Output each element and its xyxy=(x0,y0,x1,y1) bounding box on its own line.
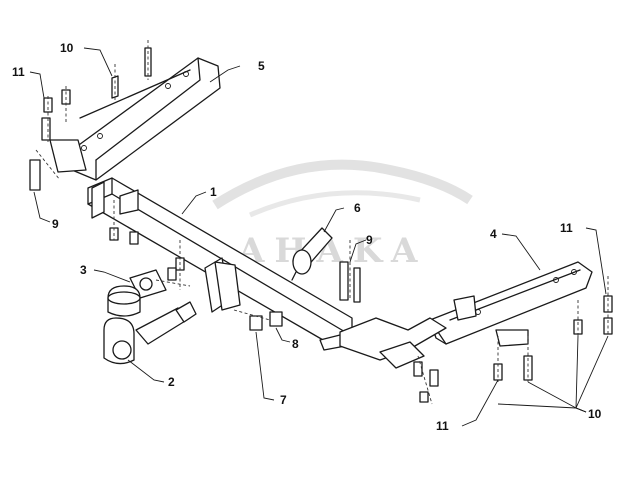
main-crossbar xyxy=(87,177,357,351)
callout-8: 8 xyxy=(292,337,299,351)
assembly-guides xyxy=(35,40,609,405)
callout-2: 2 xyxy=(168,375,175,389)
callout-9-left: 9 xyxy=(52,217,59,231)
callout-9-right: 9 xyxy=(366,233,373,247)
tow-ball-assembly xyxy=(103,285,197,365)
watermark: AHAKA xyxy=(212,159,473,271)
leader-lines xyxy=(29,47,609,427)
callout-10-top: 10 xyxy=(60,41,74,55)
ball-mount-clamp xyxy=(129,269,167,299)
socket-plate xyxy=(291,227,333,281)
callout-11-top: 11 xyxy=(12,65,25,79)
callout-11-right: 11 xyxy=(560,221,573,235)
callout-7: 7 xyxy=(280,393,287,407)
watermark-text: AHAKA xyxy=(237,231,427,271)
callout-1: 1 xyxy=(210,185,217,199)
left-side-bracket xyxy=(49,57,221,181)
callout-10-bottom: 10 xyxy=(588,407,602,421)
link-plate xyxy=(339,317,447,369)
callout-3: 3 xyxy=(80,263,87,277)
callout-labels: 10 11 5 1 6 9 9 3 2 8 7 4 11 11 10 xyxy=(12,41,602,433)
right-side-bracket xyxy=(429,261,593,347)
callout-6: 6 xyxy=(354,201,361,215)
callout-4: 4 xyxy=(490,227,497,241)
callout-11-bottom: 11 xyxy=(436,419,449,433)
callout-5: 5 xyxy=(258,59,265,73)
